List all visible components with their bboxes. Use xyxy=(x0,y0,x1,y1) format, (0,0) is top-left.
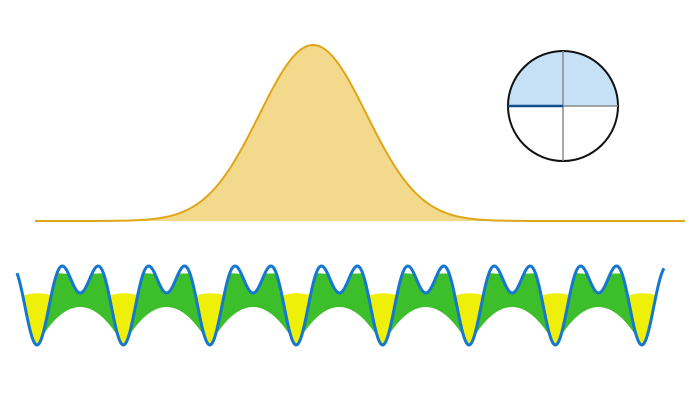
deep-well-fill xyxy=(195,293,225,345)
gaussian-curve xyxy=(35,43,685,222)
deep-well-fill xyxy=(627,293,657,345)
shallow-well-fill xyxy=(296,273,383,345)
deep-well-fill xyxy=(368,293,397,345)
shallow-well-fill xyxy=(555,273,642,345)
deep-well-fill xyxy=(22,293,52,345)
phase-circle xyxy=(507,50,619,162)
potential-well-fills xyxy=(22,273,657,345)
shallow-well-fill xyxy=(209,273,296,345)
periodic-potential-wave xyxy=(15,264,666,347)
shallow-well-fill xyxy=(382,273,469,345)
deep-well-fill xyxy=(282,293,311,345)
deep-well-fill xyxy=(454,293,484,345)
deep-well-fill xyxy=(541,293,570,345)
gaussian-fill xyxy=(35,45,685,221)
shallow-well-fill xyxy=(123,273,210,345)
gaussian-outline xyxy=(35,43,685,222)
shallow-well-fill xyxy=(469,273,555,345)
shallow-well-fill xyxy=(37,273,123,345)
deep-well-fill xyxy=(109,293,138,345)
